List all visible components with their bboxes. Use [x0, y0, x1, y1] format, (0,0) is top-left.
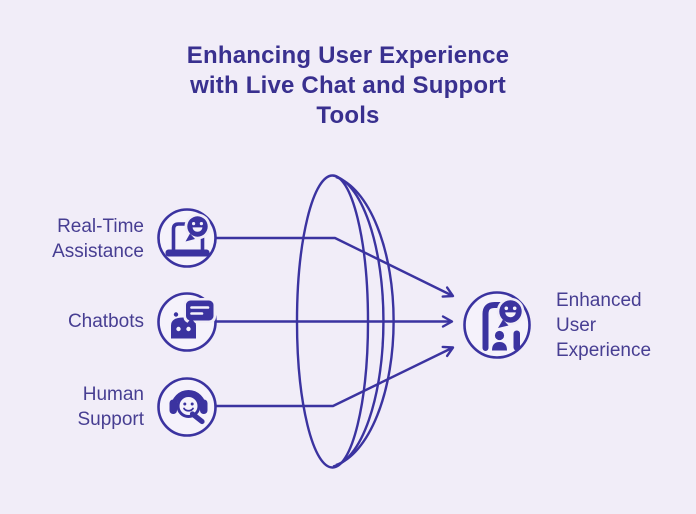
node-real-time-assistance — [157, 208, 217, 268]
robot-eye-right — [186, 326, 191, 332]
label-chatbots: Chatbots — [68, 309, 144, 334]
bubble-tail — [185, 233, 195, 242]
face-smile — [183, 407, 194, 412]
face-eye-right — [190, 402, 194, 406]
title-line-2: with Live Chat and Support — [190, 72, 506, 99]
label-line: Support — [77, 409, 144, 430]
smiley-mouth — [192, 227, 203, 232]
bubble-tail — [185, 318, 196, 327]
title-line-3: Tools — [316, 102, 380, 129]
connectors — [215, 236, 455, 408]
laptop-base — [165, 249, 210, 257]
label-line: Chatbots — [67, 311, 144, 332]
robot-antenna-left — [173, 312, 179, 317]
smiley-eye-left — [192, 222, 196, 226]
label-line: Human — [82, 384, 144, 405]
label-line: Assistance — [52, 241, 144, 262]
smiley-eye-right — [199, 222, 203, 226]
chat-bubble — [186, 300, 214, 321]
label-human-support: Human Support — [77, 382, 144, 432]
face-eye-left — [183, 402, 187, 406]
frame-bracket — [482, 302, 505, 351]
node-chatbots — [157, 292, 217, 352]
ear-cup-left — [169, 399, 177, 414]
label-line: Enhanced — [556, 290, 642, 311]
smiley-mouth — [505, 312, 516, 318]
laptop-chat-icon — [165, 213, 211, 257]
label-line: Real-Time — [57, 216, 144, 237]
person-feedback-icon — [482, 297, 525, 351]
ear-cup-right — [200, 399, 208, 414]
smiley-eye-left — [504, 306, 509, 311]
connector-human-support — [215, 345, 455, 408]
smiley-eye-right — [512, 306, 517, 311]
person-head — [494, 330, 505, 341]
label-real-time-assistance: Real-Time Assistance — [52, 214, 144, 264]
robot-chat-icon — [171, 298, 216, 339]
node-human-support — [157, 377, 217, 437]
robot-eye-left — [176, 326, 181, 332]
headset-support-icon — [169, 390, 208, 425]
connector-real-time-assistance — [215, 236, 455, 298]
label-line: Experience — [556, 340, 652, 361]
smiley-bubble — [187, 216, 208, 237]
label-line: User — [556, 315, 597, 336]
support-face — [176, 394, 201, 418]
title-line-1: Enhancing User Experience — [186, 42, 510, 69]
label-enhanced-user-experience: Enhanced User Experience — [556, 288, 651, 363]
frame-bar-right — [513, 330, 520, 351]
node-enhanced-user-experience — [463, 291, 531, 359]
page-title: Enhancing User Experience with Live Chat… — [0, 41, 696, 131]
smiley-bubble — [499, 300, 522, 323]
person-body — [492, 342, 507, 351]
mic-boom — [189, 411, 205, 425]
bubble-tail — [498, 319, 509, 328]
